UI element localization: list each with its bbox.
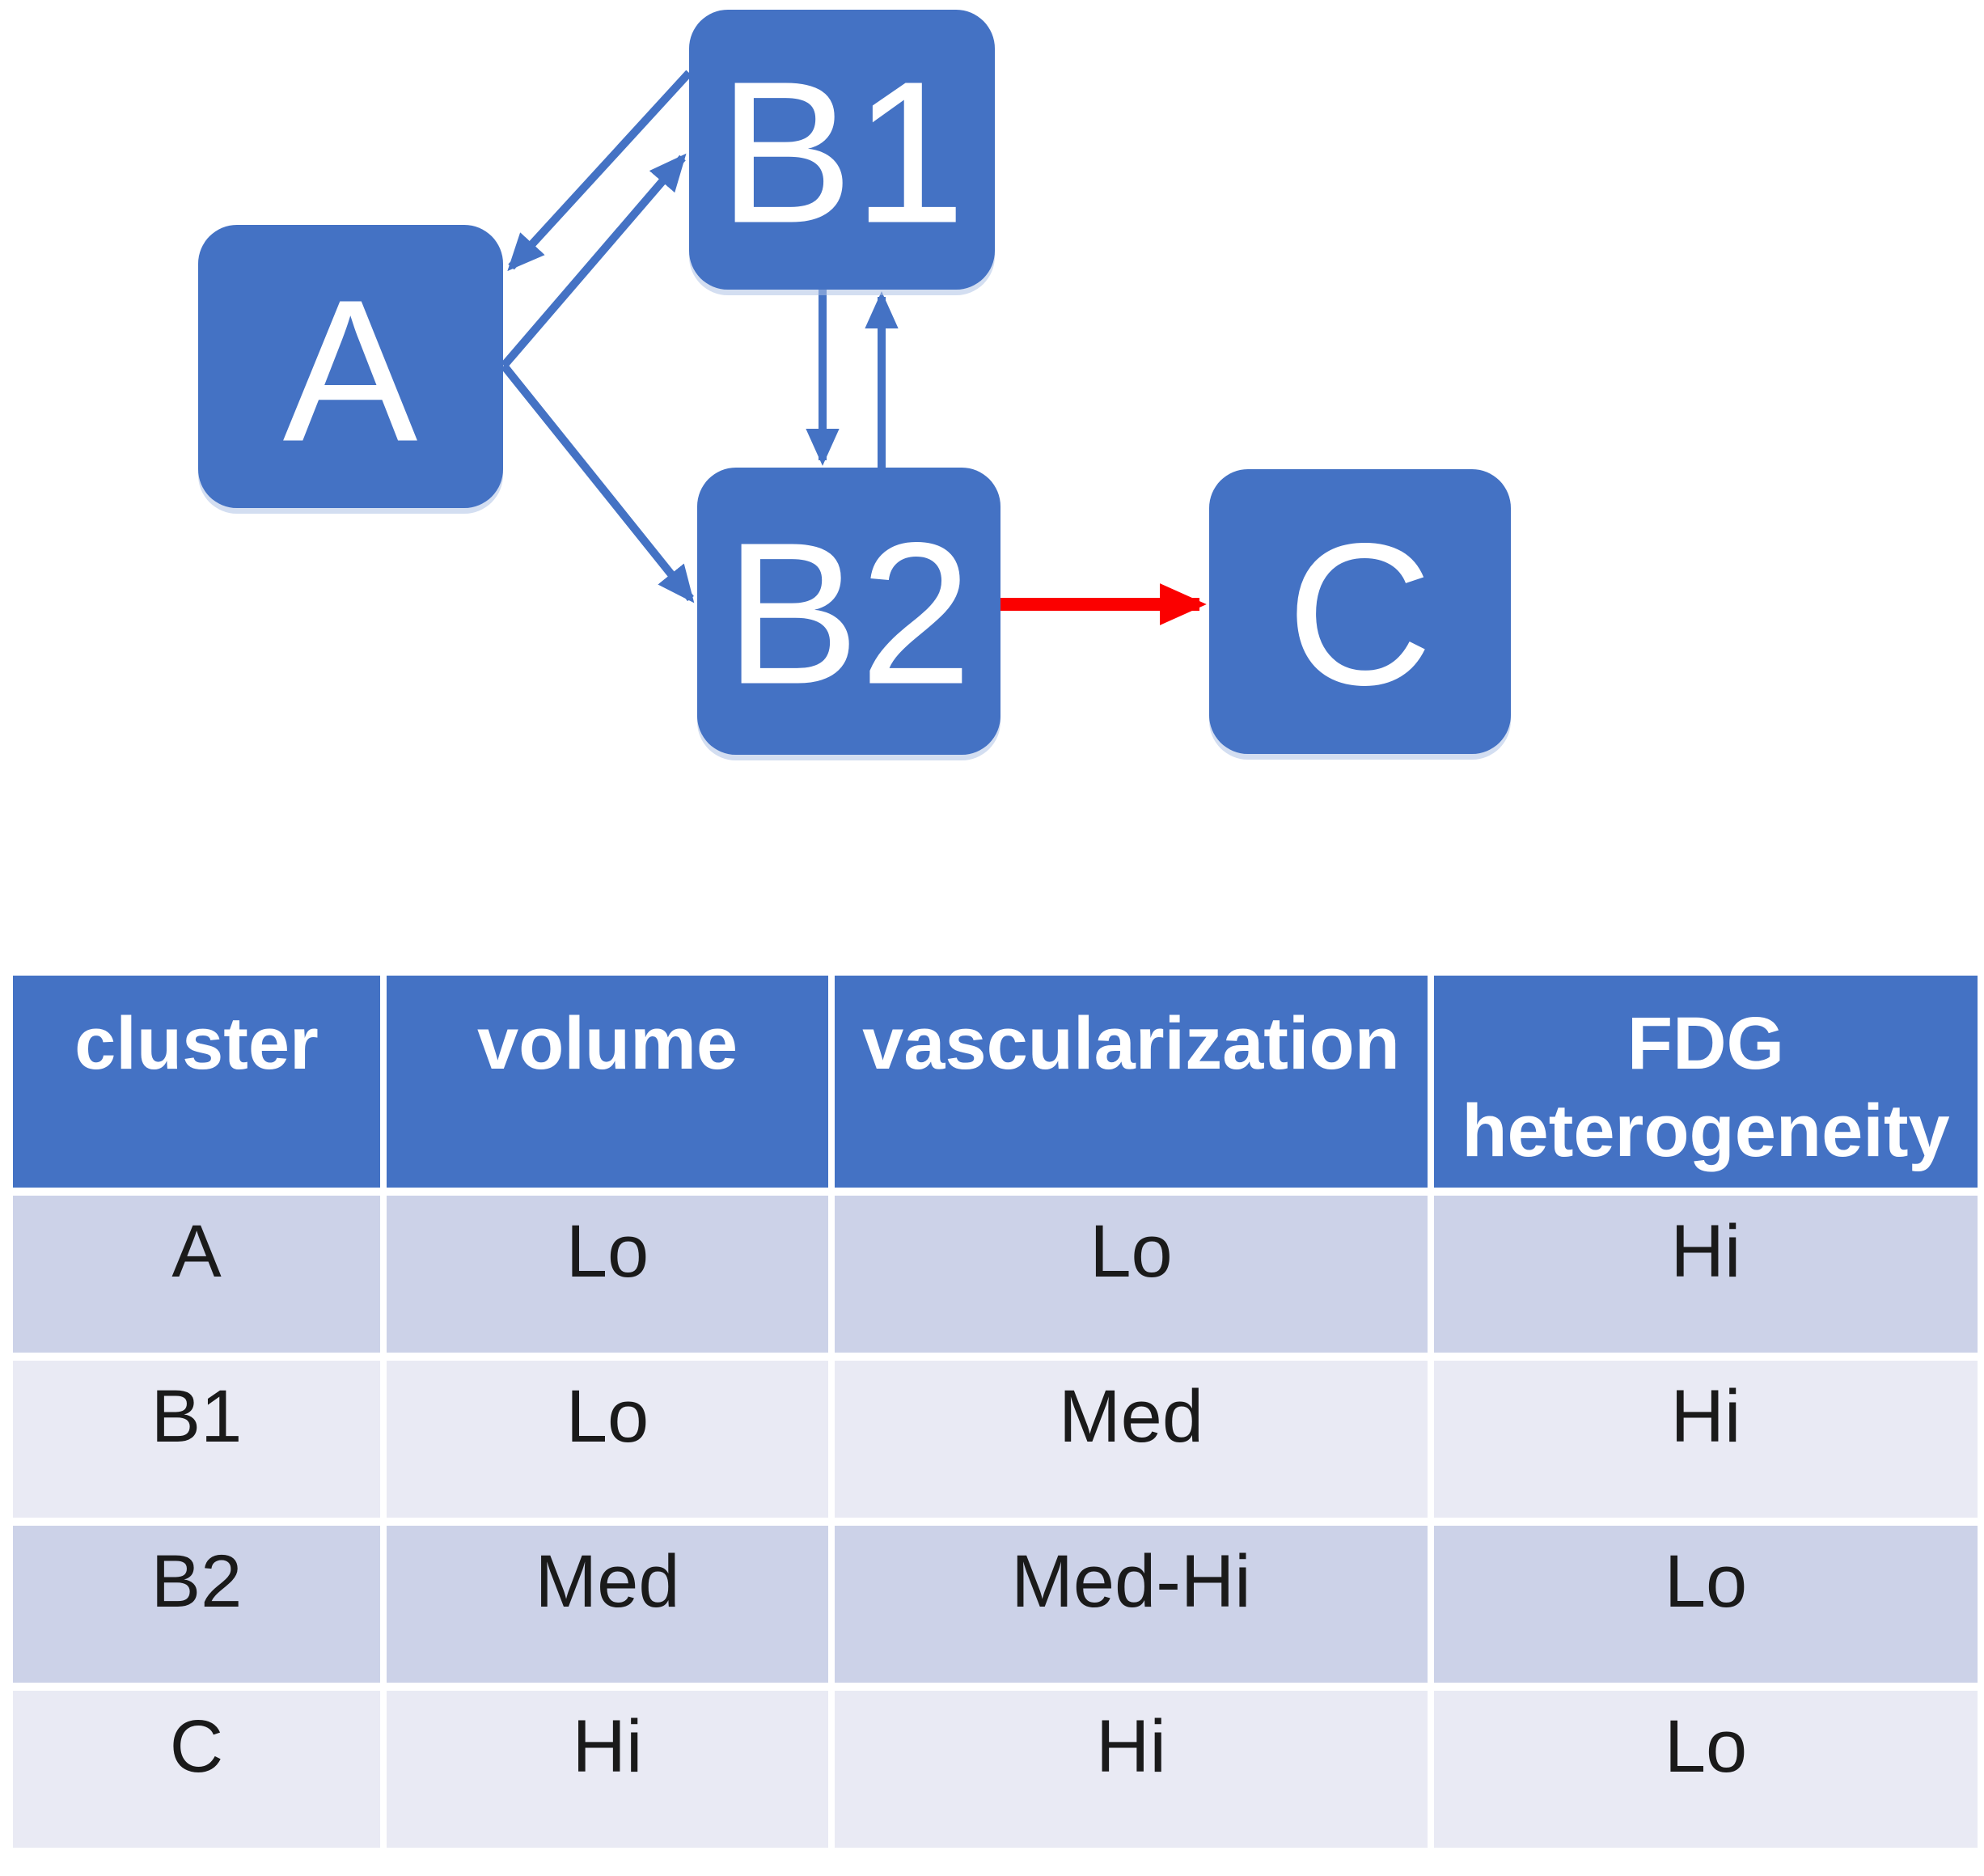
arrow-a-to-b1	[501, 153, 687, 369]
node-C-label: C	[1287, 502, 1433, 727]
header-cell-volume: volume	[387, 976, 828, 1188]
cell-c-volume: Hi	[387, 1691, 828, 1848]
header-cell-vascularization: vascularization	[835, 976, 1428, 1188]
cell-b1-fdg: Hi	[1434, 1361, 1978, 1518]
node-B2: B2	[697, 468, 1000, 760]
node-B2-label: B2	[725, 501, 972, 726]
node-C: C	[1209, 469, 1511, 760]
node-A: A	[198, 225, 503, 514]
cell-b2-fdg: Lo	[1434, 1526, 1978, 1683]
cluster-attribute-table: cluster volume vascularization FDG heter…	[13, 976, 1978, 1848]
node-A-label: A	[283, 258, 418, 484]
node-B2-box	[697, 468, 1000, 755]
cell-b1-vascularization: Med	[835, 1361, 1428, 1518]
node-A-box	[198, 225, 503, 508]
cell-c-cluster: C	[13, 1691, 380, 1848]
cell-b1-volume: Lo	[387, 1361, 828, 1518]
cell-c-vascularization: Hi	[835, 1691, 1428, 1848]
cell-a-cluster: A	[13, 1196, 380, 1353]
cell-b1-cluster: B1	[13, 1361, 380, 1518]
arrow-a-to-b2	[501, 362, 695, 603]
cell-a-fdg: Hi	[1434, 1196, 1978, 1353]
cell-b2-cluster: B2	[13, 1526, 380, 1683]
node-B1-box	[689, 10, 995, 290]
cell-a-volume: Lo	[387, 1196, 828, 1353]
arrow-b1-to-a	[507, 70, 692, 272]
cell-b2-vascularization: Med-Hi	[835, 1526, 1428, 1683]
cell-b2-volume: Med	[387, 1526, 828, 1683]
node-B1-label: B1	[718, 40, 966, 265]
cell-c-fdg: Lo	[1434, 1691, 1978, 1848]
node-B1: B1	[689, 10, 995, 295]
header-cell-fdg-heterogeneity: FDG heterogeneity	[1434, 976, 1978, 1188]
cell-a-vascularization: Lo	[835, 1196, 1428, 1353]
cluster-flow-diagram: A B1 B2 C	[198, 10, 1511, 760]
node-C-box	[1209, 469, 1511, 754]
header-cell-cluster: cluster	[13, 976, 380, 1188]
